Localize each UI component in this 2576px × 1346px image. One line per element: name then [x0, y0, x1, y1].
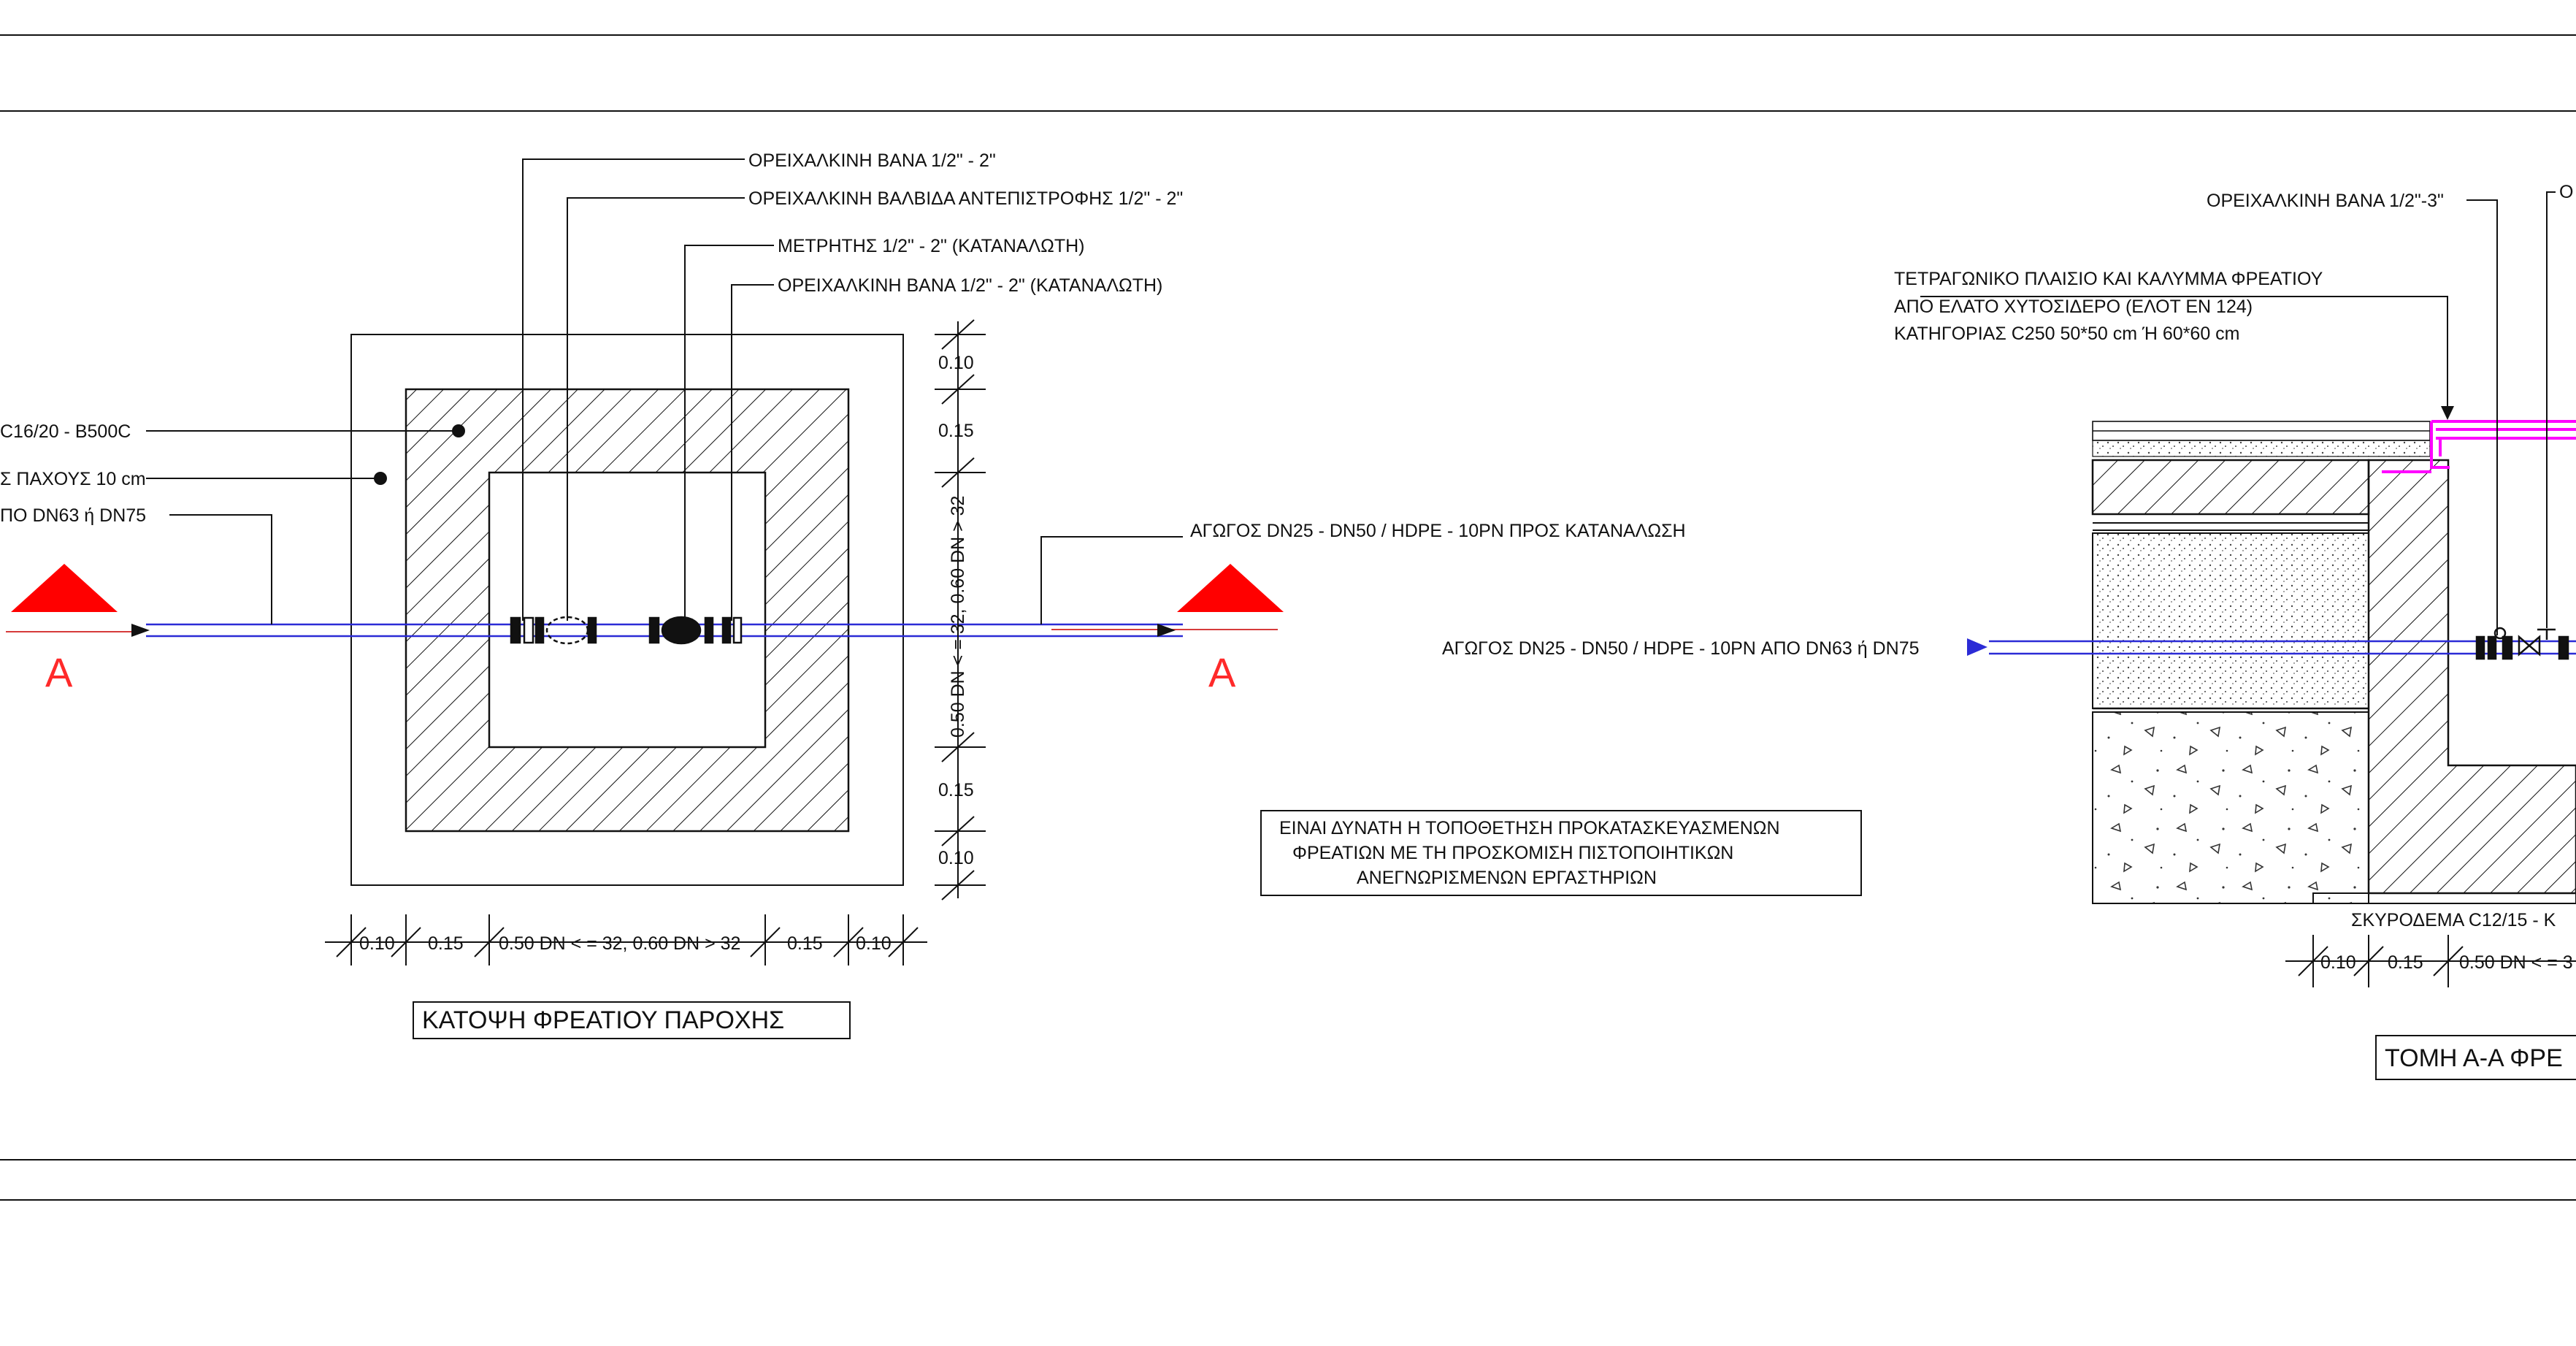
- section-dim-3: 0.50 DN < = 3: [2459, 952, 2573, 973]
- plan-fittings: [510, 616, 743, 645]
- plan-title: ΚΑΤΟΨΗ ΦΡΕΑΤΙΟΥ ΠΑΡΟΧΗΣ: [422, 1006, 784, 1034]
- callout-pipe-to: ΑΓΩΓΟΣ DN25 - DN50 / HDPE - 10PN ΠΡΟΣ ΚΑ…: [1190, 521, 1686, 541]
- hdim-1: 0.10: [359, 933, 395, 954]
- chamber-outer-outline: [350, 334, 904, 886]
- leader-end-points: [374, 424, 465, 485]
- callout-meter: ΜΕΤΡΗΤΗΣ 1/2" - 2" (ΚΑΤΑΝΑΛΩΤΗ): [778, 236, 1084, 256]
- callout-thickness: Σ ΠΑΧΟΥΣ 10 cm: [0, 469, 146, 489]
- callout-frame-line-2: ΑΠΟ ΕΛΑΤΟ ΧΥΤΟΣΙΔΕΡΟ (ΕΛΟΤ ΕΝ 124): [1894, 297, 2253, 317]
- plan-leaders: [146, 158, 1183, 624]
- note-line-1: ΕΙΝΑΙ ΔΥΝΑΤΗ Η ΤΟΠΟΘΕΤΗΣΗ ΠΡΟΚΑΤΑΣΚΕΥΑΣΜ…: [1279, 818, 1780, 838]
- note-line-3: ΑΝΕΓΝΩΡΙΣΜΕΝΩΝ ΕΡΓΑΣΤΗΡΙΩΝ: [1357, 868, 1657, 888]
- section-sand-bed: [2092, 532, 2369, 709]
- plan-title-box: [413, 1001, 851, 1039]
- paving-base: [2092, 440, 2431, 457]
- sheet-frame: [0, 34, 2576, 1201]
- plan-view: A A ΟΡΕΙΧΑΛΚΙΝΗ ΒΑΝΑ 1/2" - 2" ΟΡΕΙΧΑΛΚΙ…: [0, 150, 1686, 1039]
- section-dim-2: 0.15: [2388, 952, 2423, 973]
- vdim-4: 0.15: [938, 780, 974, 800]
- callout-valve-top: ΟΡΕΙΧΑΛΚΙΝΗ ΒΑΝΑ 1/2" - 2": [748, 150, 996, 171]
- callout-pipe-in: ΑΓΩΓΟΣ DN25 - DN50 / HDPE - 10PN ΑΠΟ DN6…: [1442, 638, 1920, 659]
- callout-lean-concrete: ΣΚΥΡΟΔΕΜΑ C12/15 - Κ: [2351, 910, 2556, 930]
- paving-strip: [2092, 421, 2431, 441]
- section-marker-right: A: [1177, 564, 1284, 695]
- vdim-2: 0.15: [938, 421, 974, 441]
- hdim-5: 0.10: [856, 933, 892, 954]
- section-title: ΤΟΜΗ Α-Α ΦΡΕ: [2385, 1044, 2563, 1072]
- vertical-dimension-chain: [935, 319, 986, 900]
- section-leaders: [1920, 191, 2556, 635]
- callout-valve-consumer: ΟΡΕΙΧΑΛΚΙΝΗ ΒΑΝΑ 1/2" - 2" (ΚΑΤΑΝΑΛΩΤΗ): [778, 275, 1162, 296]
- section-title-box: [2375, 1035, 2576, 1080]
- section-dim-1: 0.10: [2320, 952, 2356, 973]
- vdim-5: 0.10: [938, 848, 974, 868]
- plan-pipe: [6, 623, 1278, 638]
- section-mark-right-label: A: [1208, 649, 1236, 695]
- hdim-4: 0.15: [787, 933, 823, 954]
- note-line-2: ΦΡΕΑΤΙΩΝ ΜΕ ΤΗ ΠΡΟΣΚΟΜΙΣΗ ΠΙΣΤΟΠΟΙΗΤΙΚΩΝ: [1292, 843, 1733, 863]
- section-gravel: [2092, 711, 2369, 904]
- chamber-wall-hatch: [405, 388, 850, 833]
- section-valves: [2475, 627, 2569, 660]
- section-chamber-wall: [2367, 459, 2576, 895]
- section-mark-left-label: A: [45, 649, 73, 695]
- vdim-1: 0.10: [938, 353, 974, 373]
- callout-frame-line-1: ΤΕΤΡΑΓΩΝΙΚΟ ΠΛΑΙΣΙΟ ΚΑΙ ΚΑΛΥΜΜΑ ΦΡΕΑΤΙΟΥ: [1894, 269, 2323, 289]
- hdim-2: 0.15: [428, 933, 464, 954]
- hdim-3: 0.50 DN < = 32, 0.60 DN > 32: [499, 933, 740, 954]
- section-dimension-chain: [2285, 935, 2576, 987]
- callout-concrete: C16/20 - B500C: [0, 421, 131, 442]
- horizontal-dimension-chain: [325, 914, 927, 965]
- note-box: ΕΙΝΑΙ ΔΥΝΑΤΗ Η ΤΟΠΟΘΕΤΗΣΗ ΠΡΟΚΑΤΑΣΚΕΥΑΣΜ…: [1260, 810, 1862, 896]
- callout-frame-line-3: ΚΑΤΗΓΟΡΙΑΣ C250 50*50 cm Ή 60*60 cm: [1894, 324, 2240, 344]
- section-upper-slab: [2091, 459, 2370, 516]
- section-marker-left: A: [11, 564, 118, 695]
- callout-section-top-partial: Ο: [2559, 182, 2573, 202]
- section-view: ΟΡΕΙΧΑΛΚΙΝΗ ΒΑΝΑ 1/2"-3" Ο ΤΕΤΡΑΓΩΝΙΚΟ Π…: [1442, 182, 2576, 1080]
- callout-pipe-from: ΠΟ DN63 ή DN75: [0, 505, 146, 526]
- cast-iron-frame: [2382, 420, 2576, 473]
- callout-section-valve: ΟΡΕΙΧΑΛΚΙΝΗ ΒΑΝΑ 1/2"-3": [2207, 191, 2444, 211]
- vdim-3: 0.50 DN < = 32, 0.60 DN > 32: [948, 496, 968, 738]
- callout-check-valve: ΟΡΕΙΧΑΛΚΙΝΗ ΒΑΛΒΙΔΑ ΑΝΤΕΠΙΣΤΡΟΦΗΣ 1/2" -…: [748, 188, 1183, 209]
- pipe-inlet-arrow: [1967, 638, 1987, 656]
